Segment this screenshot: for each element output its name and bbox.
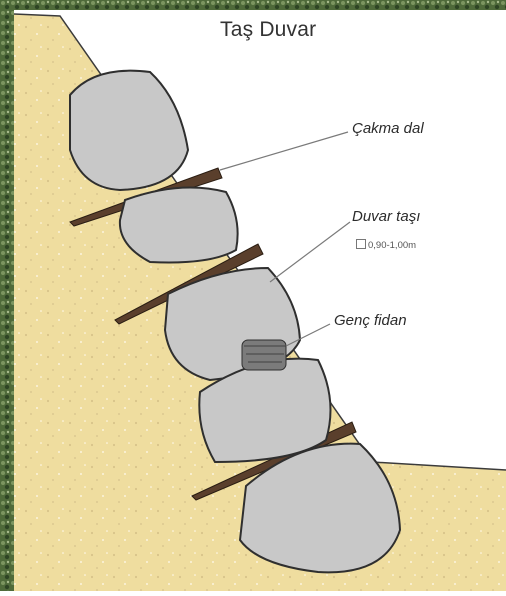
vegetation-left-strip [0,0,14,591]
dimension-square-icon [356,239,366,249]
label-cakma-dal: Çakma dal [352,120,424,137]
dimension-value: 0,90-1,00m [368,240,416,251]
label-dimension: 0,90-1,00m [356,239,416,251]
label-genc-fidan: Genç fidan [334,312,407,329]
label-duvar-tasi: Duvar taşı [352,208,420,225]
stone-2 [120,188,238,263]
diagram-title: Taş Duvar [220,18,316,42]
vegetation-top-strip [0,0,506,10]
young-sapling [242,340,286,370]
